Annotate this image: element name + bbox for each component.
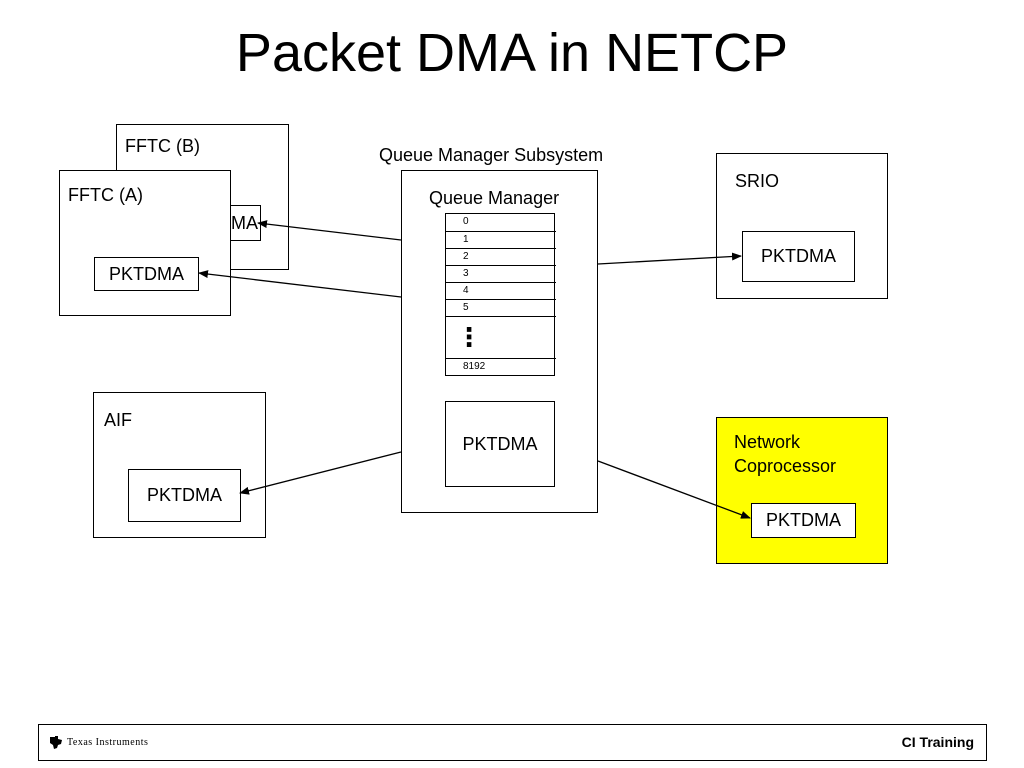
arrow-to-netcp [597,460,751,519]
queue-row: 1 [446,231,556,248]
slide-title: Packet DMA in NETCP [235,23,789,83]
arrow-to-srio [597,252,742,265]
fftc-b-label: FFTC (B) [125,136,200,156]
ellipsis-icon: ⋮ [456,322,482,352]
ti-logo: Texas Instruments [49,736,148,749]
arrow-to-aif [239,451,402,495]
queue-number: 5 [463,302,469,313]
aif-label: AIF [104,410,133,430]
queue-number: 1 [463,234,469,245]
footer-bar: Texas Instruments CI Training [38,724,987,761]
queue-row: 2 [446,248,556,265]
qms-subsystem-label: Queue Manager Subsystem [379,145,604,165]
srio-pktdma: PKTDMA [742,231,855,282]
netcp-block: Network Coprocessor PKTDMA [716,417,888,564]
queue-manager-label: Queue Manager [429,188,560,208]
queue-table: 0 1 2 3 4 5 ⋮ 8192 [445,213,556,376]
fftc-b-pktdma-label: MA [231,212,258,233]
netcp-pktdma-label: PKTDMA [765,510,841,530]
queue-row: 3 [446,265,556,282]
company-name: Texas Instruments [67,737,149,748]
fftc-a-pktdma-label: PKTDMA [108,263,184,284]
fftc-a-block: FFTC (A) PKTDMA [59,170,231,316]
queue-number: 2 [463,251,469,262]
srio-label: SRIO [735,171,780,191]
queue-row: 4 [446,282,556,299]
fftc-a-pktdma: PKTDMA [94,257,199,291]
aif-pktdma-label: PKTDMA [146,485,222,505]
ci-training-label: CI Training [901,734,974,750]
qms-pktdma: PKTDMA [445,401,555,487]
netcp-label-line1: Network [734,432,801,452]
aif-pktdma: PKTDMA [128,469,241,522]
arrow-to-fftc-a [198,270,402,298]
queue-number: 3 [463,268,469,279]
queue-number: 8192 [463,361,486,372]
arrow-to-fftc-b [257,220,402,241]
fftc-a-label: FFTC (A) [68,185,143,205]
queue-number: 0 [463,216,469,227]
queue-row-last: 8192 [446,358,556,376]
ti-logo-icon [50,736,62,749]
queue-row: 0 [446,214,556,231]
netcp-pktdma: PKTDMA [751,503,856,538]
queue-row: 5 [446,299,556,316]
netcp-label-line2: Coprocessor [734,456,837,476]
aif-block: AIF PKTDMA [93,392,266,538]
queue-number: 4 [463,285,469,296]
qms-pktdma-label: PKTDMA [462,433,538,454]
srio-block: SRIO PKTDMA [716,153,888,299]
qms-block: Queue Manager 0 1 2 3 4 5 ⋮ 8192 PKTDMA [401,170,598,513]
queue-ellipsis-row: ⋮ [446,316,556,358]
srio-pktdma-label: PKTDMA [760,246,836,266]
